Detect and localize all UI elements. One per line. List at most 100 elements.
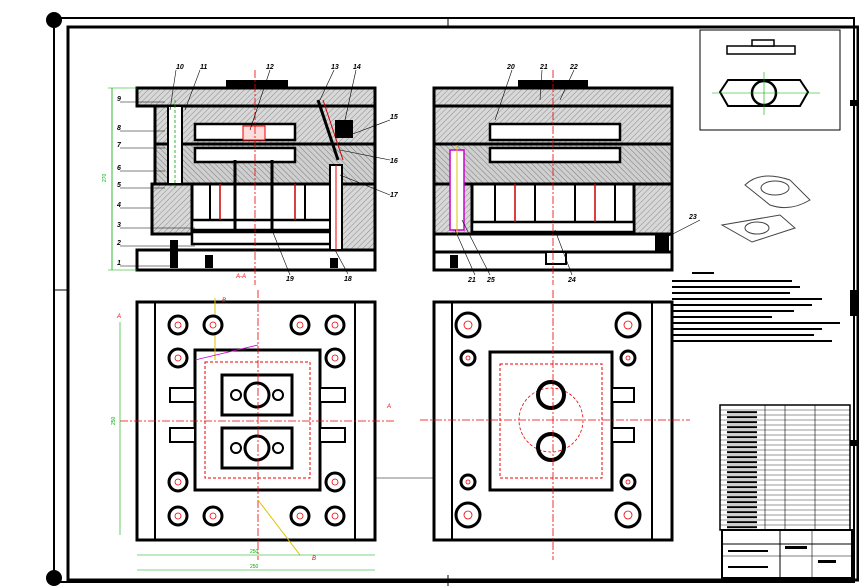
bolt-hole: [324, 505, 346, 527]
bom-row-text: [727, 456, 757, 459]
bolt-hole: [167, 505, 189, 527]
part-number: 3: [117, 222, 121, 229]
inner-width-dimension: 250: [250, 549, 259, 555]
part-number: 13: [331, 64, 339, 71]
part-number: 19: [286, 276, 294, 283]
section-view-left: 270 A-A: [102, 70, 377, 285]
bolt-hole-inner: [623, 510, 633, 520]
part-number: 24: [567, 277, 576, 284]
bom-row-text: [727, 491, 757, 494]
bolt-hole: [324, 471, 346, 493]
part-number: 4: [116, 202, 121, 209]
part-number: 17: [390, 192, 399, 199]
part-isometric-view: [720, 175, 811, 243]
technical-notes: [672, 272, 840, 342]
plan-view-left: 250 250 250 A A B B: [111, 290, 395, 571]
part-number: 10: [176, 64, 184, 71]
part-callouts-left: [120, 69, 391, 276]
bill-of-materials: [719, 404, 851, 531]
part-number: 9: [117, 96, 121, 103]
section-label: A-A: [235, 274, 246, 280]
section-mark: A: [386, 404, 391, 410]
bolt-hole-inner: [625, 479, 631, 485]
height-dimension: 270: [102, 173, 108, 182]
bom-row-text: [727, 496, 757, 499]
bolt-hole-inner: [296, 321, 304, 329]
bolt-hole-inner: [465, 479, 471, 485]
bolt-hole-inner: [465, 355, 471, 361]
bom-row-text: [727, 511, 757, 514]
bolt-hole-inner: [331, 354, 339, 362]
bolt-hole-inner: [296, 512, 304, 520]
section-mark: B: [312, 556, 316, 562]
bolt-hole-inner: [209, 512, 217, 520]
bolt-hole-inner: [174, 512, 182, 520]
bolt-hole: [619, 473, 637, 491]
part-number: 20: [506, 64, 515, 71]
bolt-hole: [459, 473, 477, 491]
bom-row-text: [727, 506, 757, 509]
outer-width-dimension: 250: [250, 564, 259, 570]
bolt-hole: [614, 501, 642, 529]
bolt-hole: [459, 349, 477, 367]
bom-row-text: [727, 486, 757, 489]
section-mark: A: [116, 314, 121, 320]
bolt-hole-inner: [623, 320, 633, 330]
part-number: 2: [116, 240, 121, 247]
bom-row-text: [727, 416, 757, 419]
bolt-hole: [454, 501, 482, 529]
part-numbers-left: 9 8 7 6 5 4 3 2 1 10 11 12 13 14 15 16 1…: [116, 64, 399, 283]
part-number: 11: [200, 64, 207, 71]
bolt-hole-inner: [625, 355, 631, 361]
part-numbers-right: 20 21 22 23 21 25 24: [467, 64, 697, 284]
bolt-hole-inner: [174, 321, 182, 329]
bom-row-text: [727, 526, 757, 529]
part-number: 16: [390, 158, 398, 165]
title-block: [721, 529, 853, 579]
bolt-hole-inner: [331, 321, 339, 329]
bolt-hole-inner: [174, 354, 182, 362]
bom-row-text: [727, 411, 757, 414]
part-number: 22: [569, 64, 578, 71]
part-number: 21: [467, 277, 476, 284]
bolt-hole: [167, 471, 189, 493]
bolt-hole: [167, 314, 189, 336]
bolt-hole-inner: [209, 321, 217, 329]
bom-row-text: [727, 466, 757, 469]
bom-row-text: [727, 471, 757, 474]
bolt-hole: [202, 314, 224, 336]
part-number: 14: [353, 64, 361, 71]
bom-row-text: [727, 476, 757, 479]
bolt-hole-inner: [463, 510, 473, 520]
part-inset-view: [699, 29, 841, 131]
bolt-hole: [619, 349, 637, 367]
bom-row-text: [727, 451, 757, 454]
part-number: 21: [539, 64, 548, 71]
bolt-hole: [289, 314, 311, 336]
bolt-hole-inner: [174, 478, 182, 486]
edge-marks: [850, 100, 858, 446]
part-number: 1: [117, 260, 121, 267]
bom-row-text: [727, 426, 757, 429]
bolt-hole: [324, 347, 346, 369]
bom-row-text: [727, 481, 757, 484]
bolt-hole: [202, 505, 224, 527]
part-number: 7: [117, 142, 122, 149]
bolt-hole-inner: [331, 478, 339, 486]
part-number: 5: [117, 182, 121, 189]
bom-row-text: [727, 441, 757, 444]
part-number: 8: [117, 125, 121, 132]
bolt-hole-inner: [463, 320, 473, 330]
section-view-right: [432, 70, 674, 285]
bolt-hole: [167, 347, 189, 369]
bolt-hole: [614, 311, 642, 339]
part-number: 18: [344, 276, 352, 283]
bom-row-text: [727, 521, 757, 524]
bom-row-text: [727, 436, 757, 439]
part-callouts-right: [454, 69, 701, 276]
bom-row-text: [727, 501, 757, 504]
side-dimension: 250: [111, 416, 117, 425]
part-number: 6: [117, 165, 121, 172]
bom-row-text: [727, 421, 757, 424]
